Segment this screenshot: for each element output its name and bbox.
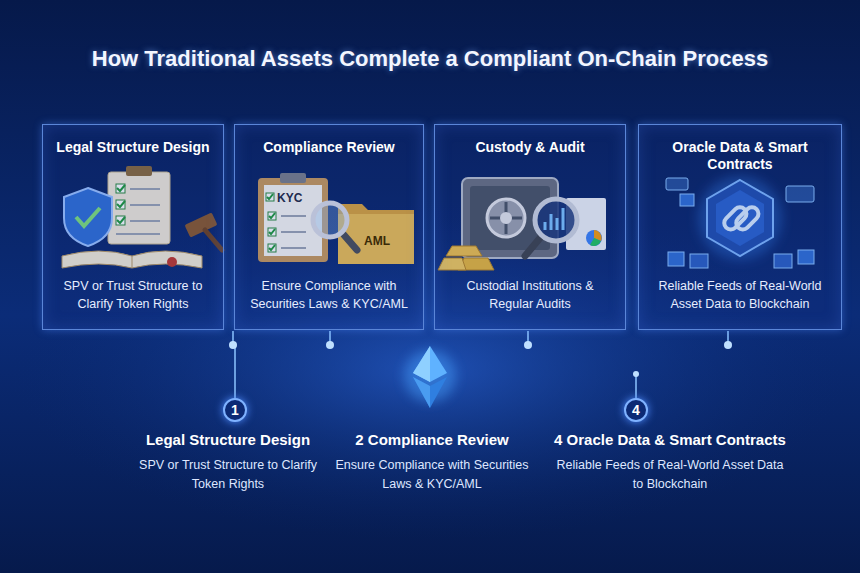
timeline [40,344,820,346]
timeline [524,341,532,349]
step-circle: 4 [624,398,648,422]
card-description: Ensure Compliance with Securities Laws &… [243,277,415,313]
card-description: Reliable Feeds of Real-World Asset Data … [647,277,833,313]
timeline [326,341,334,349]
step-heading: Legal Structure Design [113,431,343,450]
illustration-tag: AML [364,232,390,250]
card-description: SPV or Trust Structure to Clarify Token … [51,277,215,313]
step-number: 4 [632,403,640,417]
timeline [60,528,800,529]
step-description: SPV or Trust Structure to Clarify Token … [128,456,328,494]
step-card: Oracle Data & Smart ContractsReliable Fe… [638,124,842,330]
timeline [633,371,639,377]
card-heading: Custody & Audit [443,139,617,156]
ethereum-symbol [413,346,430,382]
step-number: 1 [231,403,239,417]
step-card: Custody & AuditCustodial Institutions & … [434,124,626,330]
card-description: Custodial Institutions & Regular Audits [443,277,617,313]
illustration-tag: KYC [277,189,302,207]
step-circle: 1 [223,398,247,422]
header-rule [20,96,840,98]
step-description: Ensure Compliance with Securities Laws &… [332,456,532,494]
header-rule [60,22,800,23]
ethereum-symbol [413,346,447,382]
timeline [229,341,237,349]
timeline [724,341,732,349]
ethereum-symbol [404,346,456,408]
step-heading: 2 Compliance Review [322,431,542,450]
ethereum-symbol [413,377,447,408]
card-heading: Compliance Review [243,139,415,156]
step-heading: 4 Oracle Data & Smart Contracts [530,431,810,450]
step-description: Reliable Feeds of Real-World Asset Data … [555,456,785,494]
card-heading: Oracle Data & Smart Contracts [647,139,833,173]
step-card: Compliance ReviewEnsure Compliance with … [234,124,424,330]
ethereum-symbol [413,377,430,408]
timeline [233,331,728,345]
header-rule [20,95,840,99]
step-card: Legal Structure DesignSPV or Trust Struc… [42,124,224,330]
diagram-title: How Traditional Assets Complete a Compli… [0,46,860,72]
timeline [40,331,820,528]
card-heading: Legal Structure Design [51,139,215,156]
